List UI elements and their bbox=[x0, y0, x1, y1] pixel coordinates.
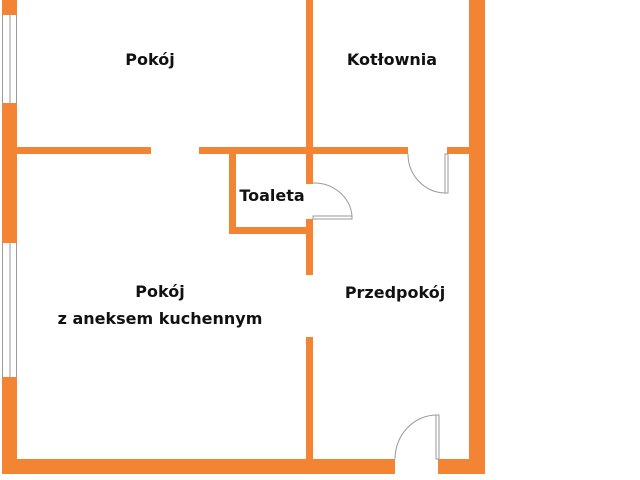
outer-wall-left-middle bbox=[2, 103, 17, 243]
room-label-toaleta: Toaleta bbox=[239, 186, 305, 205]
door-entrance-icon bbox=[394, 414, 440, 460]
room-label-pokoj-aneks-line1: Pokój bbox=[135, 282, 185, 301]
interior-wall-v-mid bbox=[306, 219, 313, 275]
interior-wall-h-left bbox=[17, 147, 151, 154]
outer-wall-bottom-left bbox=[2, 459, 395, 474]
interior-wall-h-right bbox=[447, 147, 469, 154]
toilet-wall-bottom bbox=[229, 227, 311, 234]
toilet-wall-left bbox=[229, 150, 236, 234]
room-label-kotlownia: Kotłownia bbox=[346, 50, 438, 69]
outer-wall-right bbox=[469, 0, 485, 474]
door-kotlownia-icon bbox=[407, 153, 449, 194]
interior-wall-h-middle bbox=[199, 147, 408, 154]
window-top-left bbox=[2, 15, 17, 103]
window-bottom-left bbox=[2, 243, 17, 377]
room-label-pokoj: Pokój bbox=[125, 50, 175, 69]
interior-wall-v-top bbox=[306, 0, 313, 184]
room-label-pokoj-aneks-line2: z aneksem kuchennym bbox=[57, 309, 263, 328]
interior-wall-v-bottom bbox=[306, 337, 313, 459]
outer-wall-left-bottom bbox=[2, 377, 17, 474]
outer-wall-left-top bbox=[2, 0, 17, 15]
door-toilet-icon bbox=[312, 182, 353, 220]
room-label-przedpokoj: Przedpokój bbox=[344, 283, 446, 302]
